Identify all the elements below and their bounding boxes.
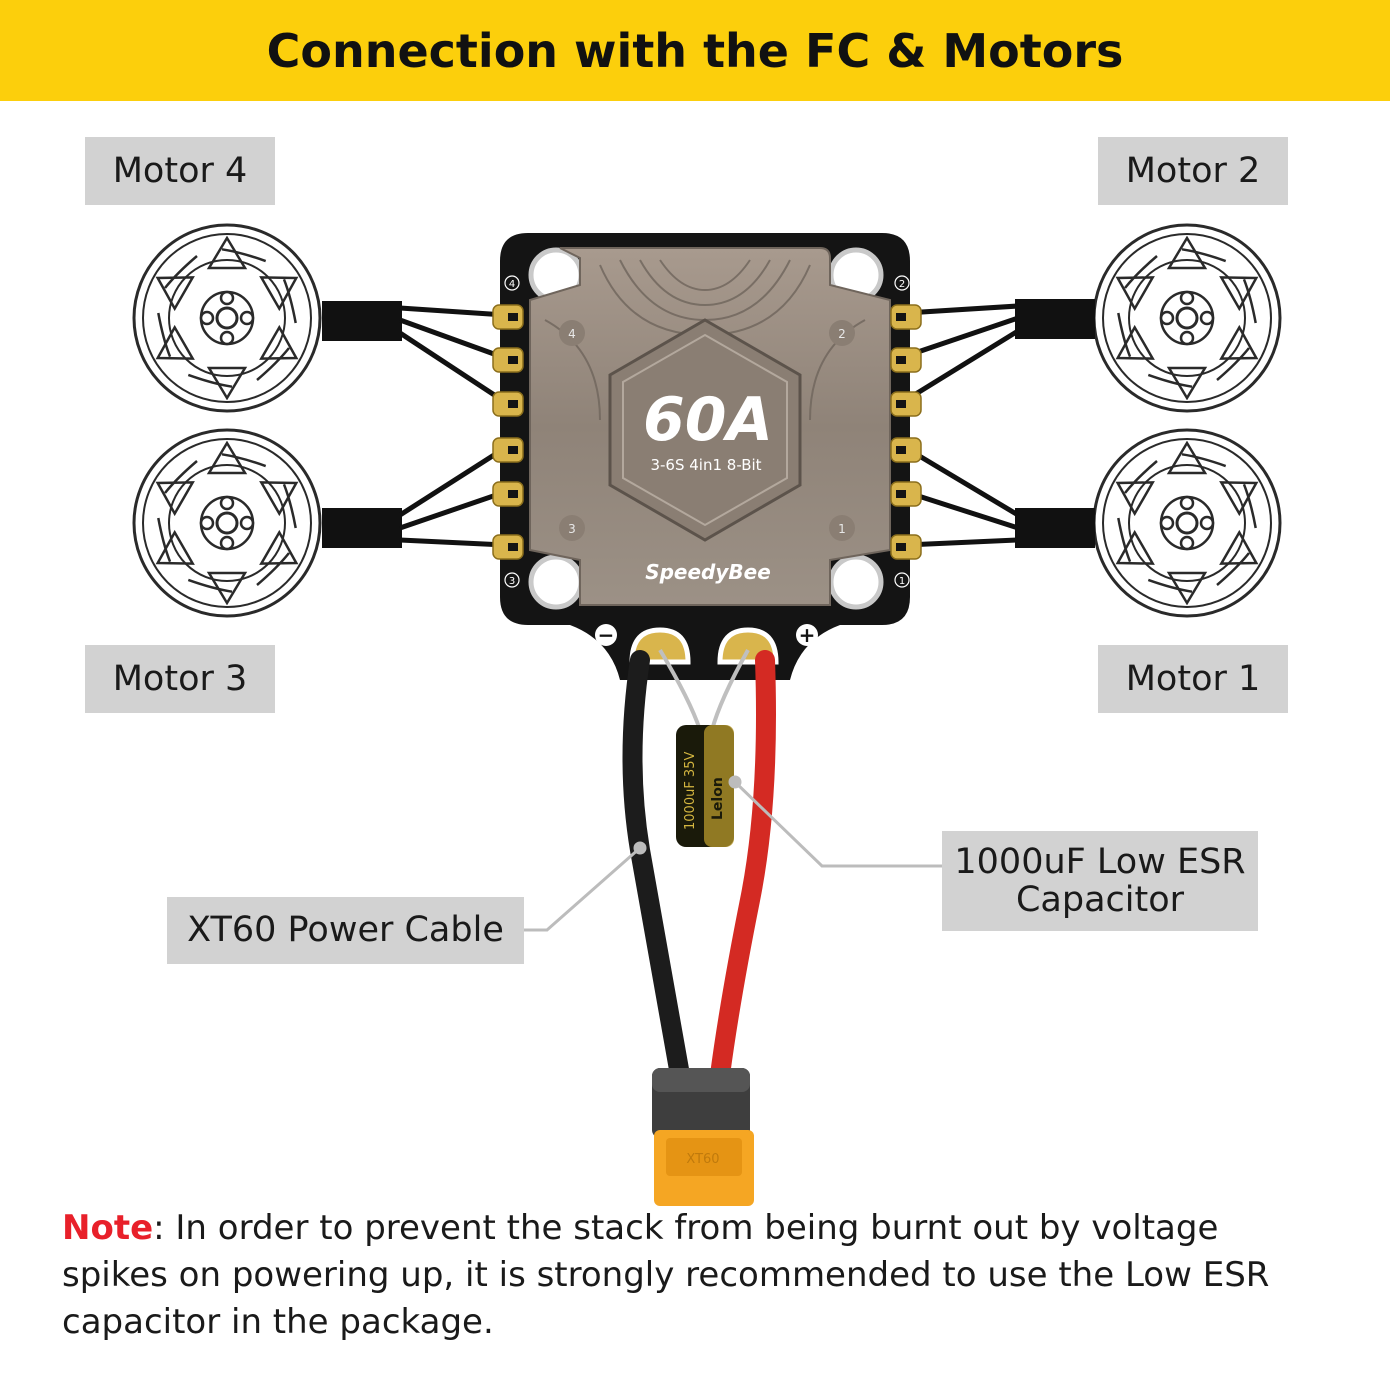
motor-3-label: Motor 3 <box>85 645 275 713</box>
power-cable-label: XT60 Power Cable <box>167 897 524 964</box>
capacitor-marking-2: Lelon <box>710 777 726 820</box>
shield-number-2: 2 <box>838 327 846 341</box>
connector-marking: XT60 <box>686 1152 719 1167</box>
motor-1-icon <box>1092 428 1282 618</box>
xt60-connector-icon: XT60 <box>652 1068 754 1206</box>
motor-4-icon <box>132 223 322 413</box>
board-rating: 60A <box>643 385 773 455</box>
positive-symbol: + <box>799 623 816 647</box>
motor-wires-right <box>904 299 1095 548</box>
shield-number-1: 1 <box>838 522 846 536</box>
motor-2-label: Motor 2 <box>1098 137 1288 205</box>
motor-wires-left <box>322 301 507 548</box>
negative-symbol: − <box>598 623 615 647</box>
pad-number-4: 4 <box>509 279 515 290</box>
note-text: Note: In order to prevent the stack from… <box>62 1205 1312 1346</box>
pad-number-1: 1 <box>899 576 905 587</box>
motor-2-icon <box>1092 223 1282 413</box>
board-spec: 3-6S 4in1 8-Bit <box>650 456 761 474</box>
capacitor-label-line2: Capacitor <box>1015 880 1185 920</box>
pad-number-2: 2 <box>899 279 905 290</box>
shield-number-3: 3 <box>568 522 576 536</box>
motor-4-label: Motor 4 <box>85 137 275 205</box>
note-keyword: Note <box>62 1208 154 1248</box>
esc-board: 60A 3-6S 4in1 8-Bit SpeedyBee 4 2 3 1 4 … <box>492 233 922 680</box>
capacitor-marking-1: 1000uF 35V <box>683 752 698 830</box>
pad-number-3: 3 <box>509 576 515 587</box>
header-bar: Connection with the FC & Motors <box>0 0 1390 101</box>
motor-1-label: Motor 1 <box>1098 645 1288 713</box>
motor-3-icon <box>132 428 322 618</box>
power-cables <box>622 648 776 1085</box>
note-body: : In order to prevent the stack from bei… <box>62 1208 1270 1342</box>
capacitor-icon: 1000uF 35V Lelon <box>676 725 734 847</box>
capacitor-label: 1000uF Low ESR Capacitor <box>942 831 1258 931</box>
page-title: Connection with the FC & Motors <box>266 23 1124 78</box>
capacitor-label-line1: 1000uF Low ESR <box>954 841 1246 882</box>
board-brand: SpeedyBee <box>645 560 771 584</box>
leader-lines <box>524 775 942 932</box>
shield-number-4: 4 <box>568 327 576 341</box>
